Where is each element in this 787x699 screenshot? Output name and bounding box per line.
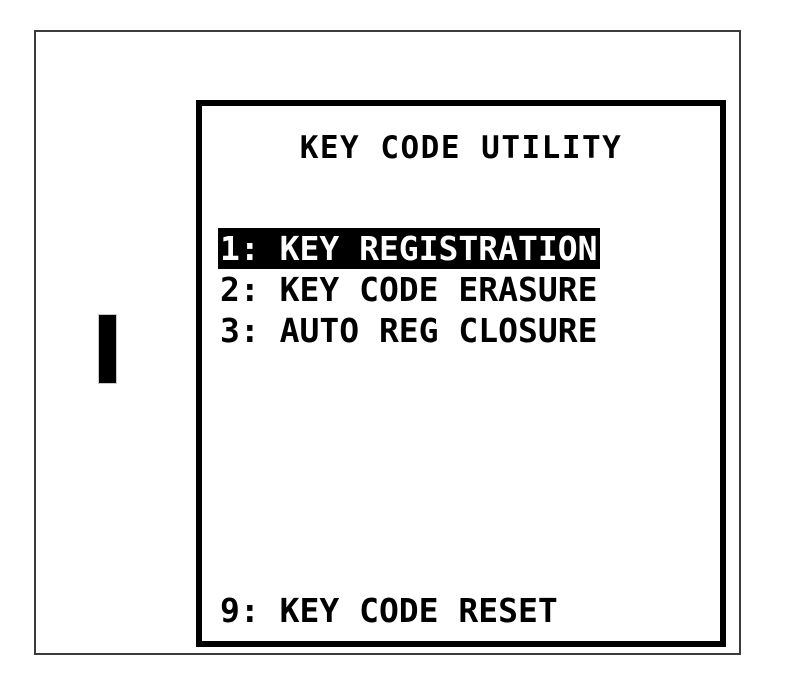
page-title: KEY CODE UTILITY	[299, 130, 623, 166]
menu-item-key-code-reset[interactable]: 9: KEY CODE RESET	[220, 591, 558, 630]
lcd-screen: KEY CODE UTILITY 1: KEY REGISTRATION 2: …	[196, 100, 726, 647]
device-bezel: KEY CODE UTILITY 1: KEY REGISTRATION 2: …	[34, 30, 741, 655]
side-button-indicator[interactable]	[98, 314, 117, 384]
menu-item-key-registration[interactable]: 1: KEY REGISTRATION	[218, 228, 600, 269]
menu-item-auto-reg-closure[interactable]: 3: AUTO REG CLOSURE	[220, 311, 598, 350]
menu-list: 1: KEY REGISTRATION 2: KEY CODE ERASURE …	[218, 228, 714, 351]
lcd-screen-content: KEY CODE UTILITY 1: KEY REGISTRATION 2: …	[202, 106, 720, 641]
menu-item-key-code-erasure[interactable]: 2: KEY CODE ERASURE	[220, 270, 598, 309]
